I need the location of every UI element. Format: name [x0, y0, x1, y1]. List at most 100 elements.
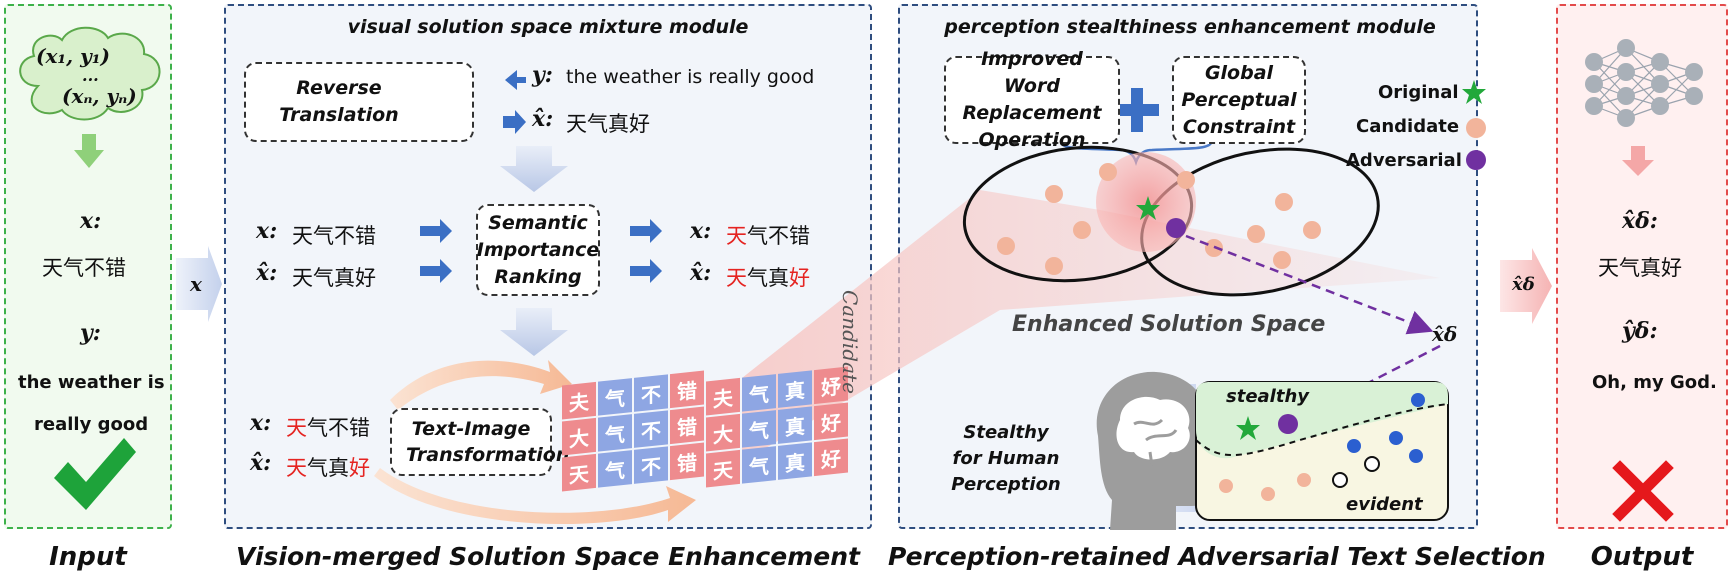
purple-dashed-1: [1185, 234, 1434, 335]
grid-cell: 真: [778, 406, 812, 444]
vision-module-title: visual solution space mixture module: [347, 16, 749, 38]
down-arrow-2: [500, 308, 568, 356]
grid-cell: 夫: [706, 377, 740, 416]
grid-cell: 真: [778, 370, 812, 408]
out1-label: x:: [690, 218, 712, 244]
arrow-x-shape: [176, 246, 222, 322]
input-x-label: x:: [80, 208, 102, 234]
legend-adversarial-icon: [1466, 150, 1486, 170]
human-perception-label: Stealthy for Human Perception: [951, 422, 1061, 495]
caption-perception: Perception-retained Adversarial Text Sel…: [888, 542, 1546, 571]
input-y-label: y:: [80, 320, 101, 346]
grid-cell: 天: [562, 453, 596, 492]
candidate-beam: [742, 190, 1440, 462]
row1-text: 天气不错: [292, 224, 376, 248]
grid-cell: 错: [670, 442, 704, 481]
hollow-dots: [1332, 456, 1380, 488]
b2-mid: 气真: [307, 456, 349, 480]
grid-cell: 气: [598, 378, 632, 416]
out1-text: 天气不错: [726, 220, 810, 250]
perception-module-title: perception stealthiness enhancement modu…: [944, 16, 1436, 38]
caption-output: Output: [1590, 542, 1694, 572]
grid-cell: 错: [670, 370, 704, 409]
b1-label: x:: [250, 410, 272, 436]
original-star: [1136, 196, 1160, 220]
out2-label: x̂:: [690, 260, 712, 286]
cloud-pair-1: (x₁, y₁): [36, 44, 110, 68]
arrow-xd-shape: [1500, 248, 1552, 324]
text-image-box: Text-Image Transformation: [390, 408, 570, 476]
cloud-pair-n: (xₙ, yₙ): [62, 84, 137, 108]
image-grid-2: 夫气真妤大气真好天气真好: [706, 366, 848, 488]
iwro-label: Improved Word Replacement Operation: [962, 48, 1102, 151]
perception-xd-label: x̂δ: [1432, 322, 1458, 346]
row2-text: 天气真好: [292, 266, 376, 290]
grid-cell: 气: [598, 414, 632, 452]
evident-label: evident: [1346, 494, 1423, 515]
grid-cell: 大: [562, 417, 596, 456]
stealthy-adversarial: [1278, 414, 1298, 434]
stealth-boundary: [1195, 403, 1449, 457]
input-x-text: 天气不错: [42, 256, 126, 280]
input-down-arrow: [74, 134, 104, 168]
out2-text: 天气真好: [726, 262, 810, 292]
b2-text: 天气真好: [286, 452, 370, 482]
iwro-box: Improved Word Replacement Operation: [944, 48, 1120, 151]
b1-text: 天气不错: [286, 412, 370, 442]
grid-cell: 不: [634, 446, 668, 484]
arrow-xd-label: x̂δ: [1512, 274, 1535, 295]
grid-cell: 气: [742, 446, 776, 484]
candidate-dots: [997, 163, 1321, 275]
orange-arrow-bottom: [374, 468, 696, 525]
b2-highlight-2: 好: [349, 456, 370, 480]
grid-cell: 夫: [562, 381, 596, 420]
cloud-ellipsis: ...: [82, 66, 99, 85]
grid-cell: 大: [706, 413, 740, 452]
out1-highlight: 天: [726, 224, 747, 248]
ranking-box: Semantic Importance Ranking: [476, 204, 600, 296]
b1-rest: 气不错: [307, 416, 370, 440]
orange-arrow-top: [390, 360, 572, 410]
b1-highlight: 天: [286, 416, 307, 440]
reverse-translation-label: Reverse Translation: [279, 77, 399, 126]
stealthy-label: stealthy: [1226, 386, 1309, 407]
grid-cell: 不: [634, 374, 668, 412]
grid-cell: 天: [706, 449, 740, 488]
grid-cell: 气: [598, 450, 632, 488]
gpc-box: Global Perceptual Constraint: [1172, 56, 1306, 144]
image-grid-1: 夫气不错大气不错天气不错: [562, 370, 704, 492]
row2-label: x̂:: [256, 260, 278, 286]
blue-arrows: [420, 70, 662, 283]
output-yd-label: ŷδ:: [1622, 318, 1658, 344]
stealthy-region: [1196, 382, 1448, 459]
grid-cell: 好: [814, 402, 848, 441]
enhanced-space-label: Enhanced Solution Space: [1012, 312, 1326, 337]
legend-original: Original: [1378, 82, 1459, 103]
out2-highlight-2: 好: [789, 266, 810, 290]
output-xd-text: 天气真好: [1598, 256, 1682, 280]
blue-dots: [1347, 393, 1425, 463]
legend-candidate: Candidate: [1356, 116, 1460, 137]
candidate-label: Candidate: [838, 290, 862, 394]
grid-cell: 气: [742, 374, 776, 412]
output-xd-label: x̂δ:: [1622, 208, 1658, 234]
vision-y-text: the weather is really good: [566, 66, 815, 88]
legend-candidate-icon: [1466, 118, 1486, 138]
grid-cell: 气: [742, 410, 776, 448]
grid-cell: 好: [814, 438, 848, 477]
ranking-label: Semantic Importance Ranking: [476, 211, 600, 288]
neural-network-icon: [1585, 39, 1703, 127]
check-icon: [54, 438, 136, 510]
stealthy-star: [1236, 416, 1260, 440]
evident-dots: [1219, 473, 1311, 501]
reverse-translation-box: Reverse Translation: [244, 62, 474, 142]
down-arrow-1: [500, 146, 568, 192]
text-image-label: Text-Image Transformation: [406, 418, 570, 466]
output-down-arrow: [1622, 146, 1654, 176]
input-y-text-2: really good: [34, 414, 149, 435]
output-yd-text: Oh, my God.: [1592, 372, 1717, 393]
cross-icon: [1612, 460, 1674, 522]
gpc-label: Global Perceptual Constraint: [1181, 61, 1297, 138]
plus-icon: [1115, 88, 1159, 132]
